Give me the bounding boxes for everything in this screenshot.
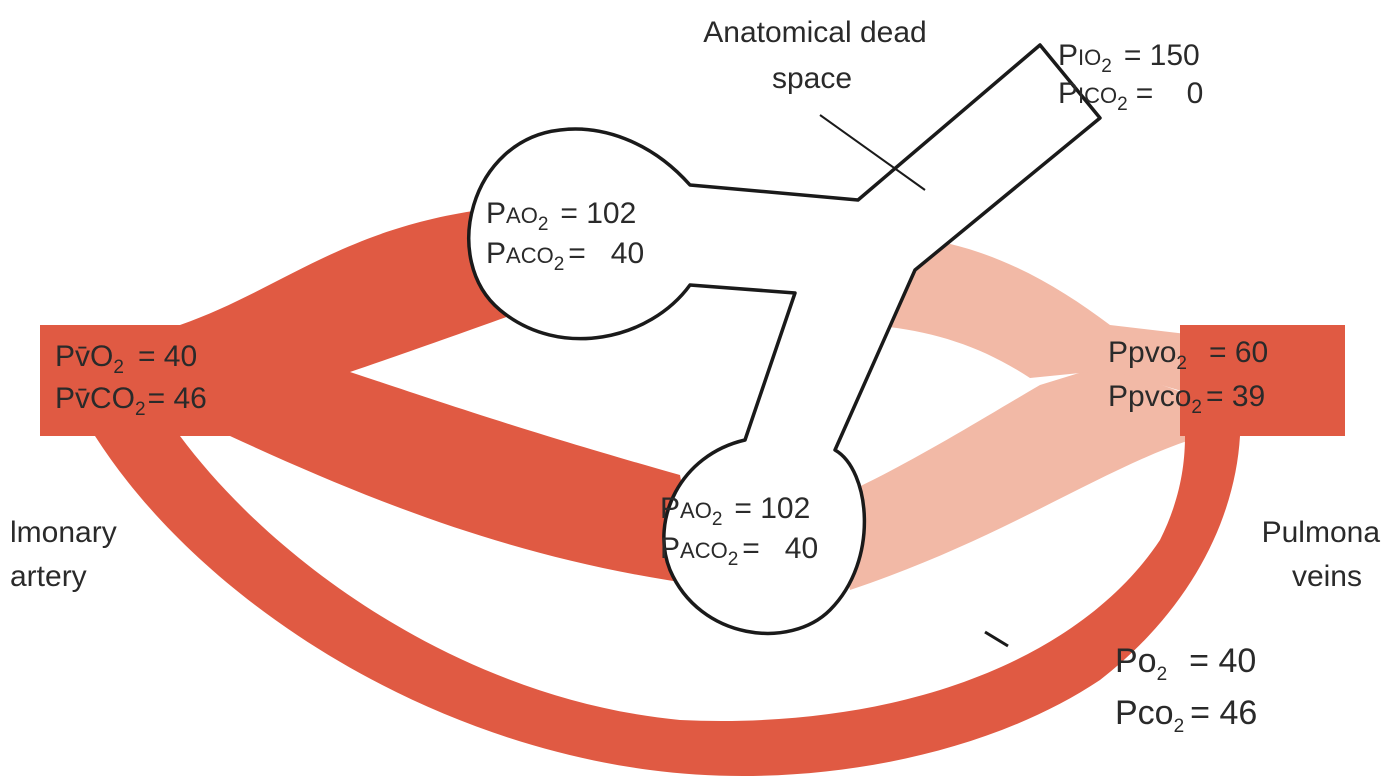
- shunt-po2: Po2= 40: [1115, 642, 1256, 685]
- dead-space-pointer: [820, 115, 925, 190]
- pulmonary-vein-pco2: Ppvco2= 39: [1108, 380, 1265, 418]
- mixed-venous-pco2: Pv̄CO2= 46: [55, 382, 207, 420]
- shunt-pco2: Pco2= 46: [1115, 694, 1257, 737]
- dead-space-label-line1: Anatomical dead: [703, 16, 926, 49]
- pulmonary-veins-label-line2: veins: [1292, 560, 1362, 593]
- inspired-po2: PIO2= 150: [1058, 39, 1200, 77]
- dead-space-label-line2: space: [772, 62, 852, 95]
- pulmonary-veins-label-line1: Pulmona: [1262, 516, 1381, 549]
- pulmonary-artery-label-line2: artery: [10, 560, 87, 593]
- shunt-flow-mark: [985, 632, 1008, 646]
- pulmonary-artery-label-line1: lmonary: [10, 516, 117, 549]
